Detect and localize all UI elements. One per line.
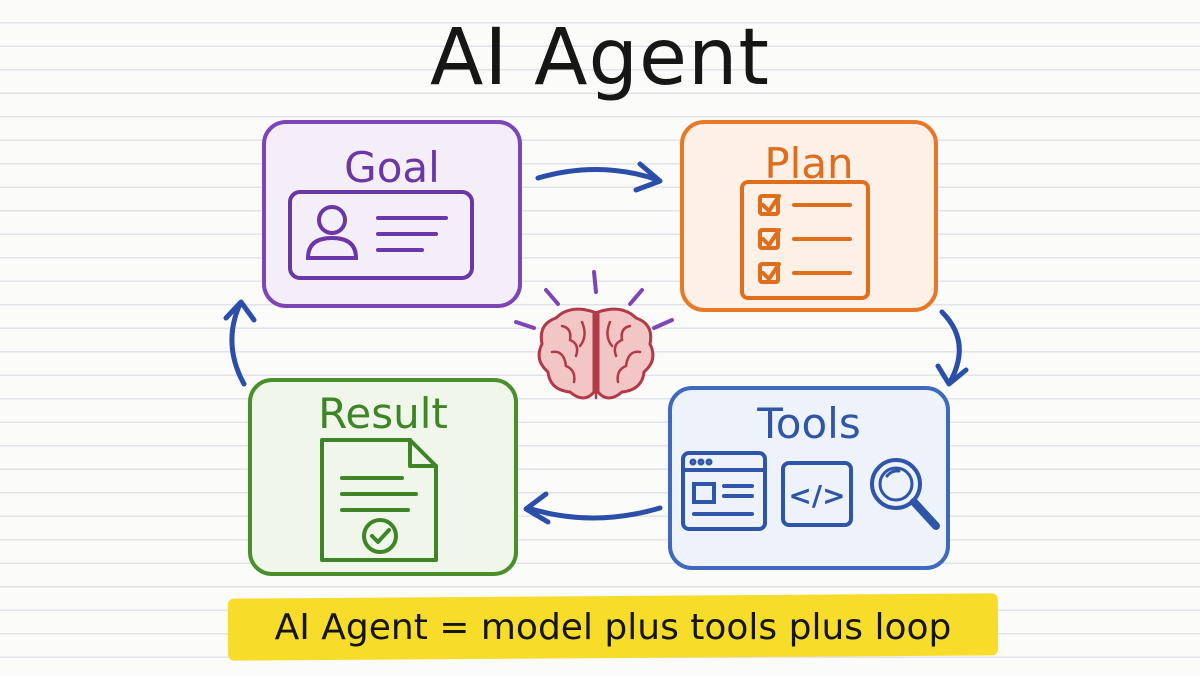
arrow-goal-to-plan (535, 161, 663, 193)
footer-caption: AI Agent = model plus tools plus loop (274, 607, 952, 648)
tools-title: Tools (757, 399, 861, 448)
document-check-icon (320, 438, 438, 562)
goal-title: Goal (344, 143, 440, 192)
magnifier-icon (870, 458, 940, 530)
code-icon: </> (781, 461, 853, 527)
plan-title: Plan (764, 139, 854, 188)
result-title: Result (318, 389, 448, 438)
id-card-icon (288, 190, 474, 280)
arrow-plan-to-tools (935, 309, 969, 387)
arrow-result-to-goal (223, 299, 257, 387)
code-symbol: </> (788, 479, 845, 512)
plan-card: Plan (680, 120, 938, 312)
arrow-tools-to-result (523, 491, 663, 525)
brain-icon (514, 270, 674, 400)
checklist-icon (740, 180, 870, 300)
diagram-title: AI Agent (429, 13, 771, 103)
browser-window-icon (681, 451, 767, 531)
tools-card: Tools (668, 386, 950, 570)
result-card: Result (248, 378, 518, 576)
